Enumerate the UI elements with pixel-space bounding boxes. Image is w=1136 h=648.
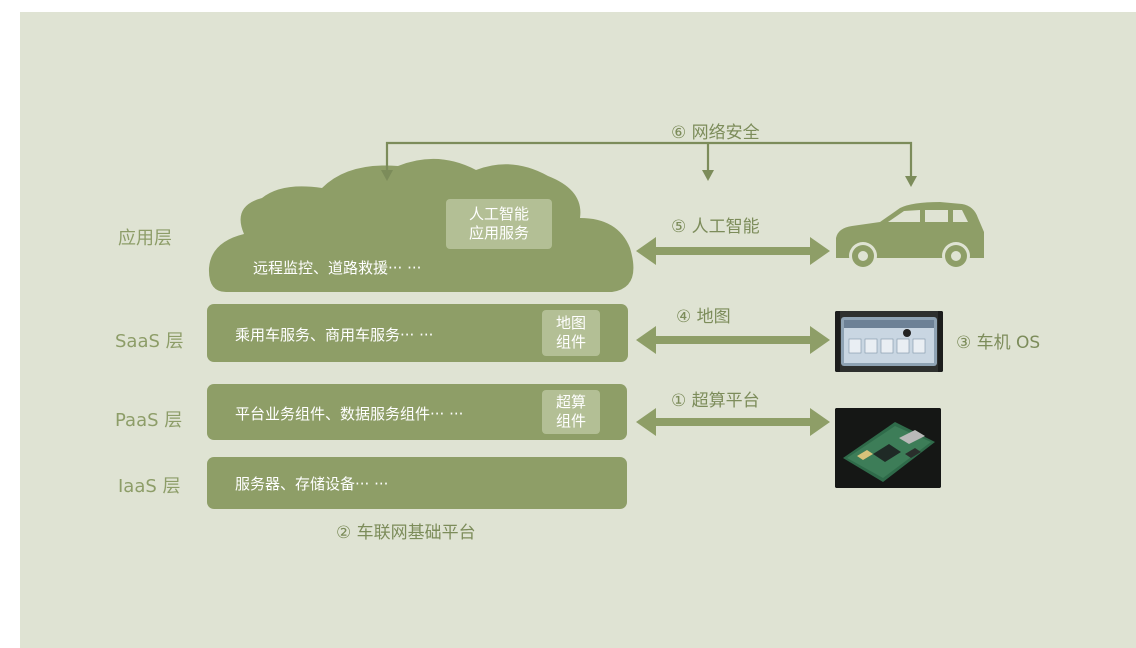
cloud-shape <box>208 158 634 292</box>
security-label: ⑥ 网络安全 <box>671 123 760 143</box>
compute-chip-line1: 超算 <box>555 393 586 411</box>
paas-bar: 平台业务组件、数据服务组件··· ··· 超算 组件 <box>207 384 627 440</box>
cloud-text: 远程监控、道路救援··· ··· <box>253 259 422 277</box>
ai-double-arrow <box>636 237 830 265</box>
saas-layer-label: SaaS 层 <box>115 331 184 352</box>
map-double-arrow <box>636 326 830 354</box>
app-layer-label: 应用层 <box>118 228 172 249</box>
ai-service-chip: 人工智能 应用服务 <box>446 199 552 249</box>
platform-label: ② 车联网基础平台 <box>336 523 476 543</box>
ai-service-chip-line1: 人工智能 <box>468 205 529 223</box>
iaas-bar: 服务器、存储设备··· ··· <box>207 457 627 509</box>
map-link-label: ④ 地图 <box>676 307 731 327</box>
compute-link-label: ① 超算平台 <box>671 391 760 411</box>
vehicle-os-label: ③ 车机 OS <box>956 333 1041 353</box>
paas-layer-label: PaaS 层 <box>115 410 183 431</box>
map-component-chip: 地图 组件 <box>542 310 600 356</box>
security-bracket <box>385 141 913 178</box>
security-arrowheads <box>381 170 917 187</box>
head-unit-image <box>835 311 943 372</box>
saas-bar: 乘用车服务、商用车服务··· ··· 地图 组件 <box>207 304 628 362</box>
saas-bar-text: 乘用车服务、商用车服务··· ··· <box>235 326 434 344</box>
ai-link-label: ⑤ 人工智能 <box>671 217 760 237</box>
iaas-bar-text: 服务器、存储设备··· ··· <box>235 475 389 493</box>
paas-bar-text: 平台业务组件、数据服务组件··· ··· <box>235 405 464 423</box>
map-chip-line1: 地图 <box>555 314 586 332</box>
compute-component-chip: 超算 组件 <box>542 390 600 434</box>
compute-double-arrow <box>636 408 830 436</box>
iaas-layer-label: IaaS 层 <box>118 476 181 497</box>
car-icon <box>836 202 984 270</box>
ai-service-chip-line2: 应用服务 <box>468 224 529 242</box>
map-chip-line2: 组件 <box>555 333 586 351</box>
compute-chip-line2: 组件 <box>555 412 586 430</box>
compute-board-image <box>835 408 941 488</box>
compute-board-illustration <box>835 408 941 488</box>
head-unit-illustration <box>835 311 943 372</box>
